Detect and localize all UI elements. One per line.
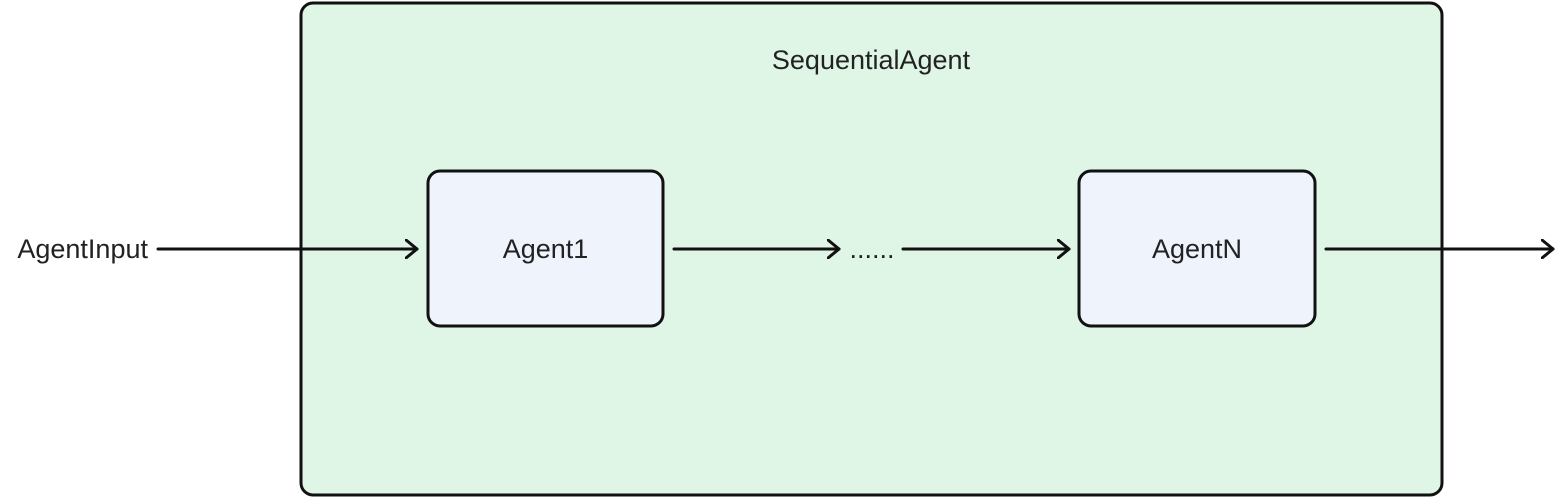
- agent-input-label: AgentInput: [17, 234, 148, 264]
- container-label: SequentialAgent: [772, 45, 971, 75]
- agent1-box: [426, 169, 665, 328]
- agent1-label: Agent1: [503, 234, 589, 264]
- ellipsis-label: ......: [849, 234, 894, 264]
- agentn-label: AgentN: [1152, 234, 1242, 264]
- agentn-box: [1077, 169, 1317, 328]
